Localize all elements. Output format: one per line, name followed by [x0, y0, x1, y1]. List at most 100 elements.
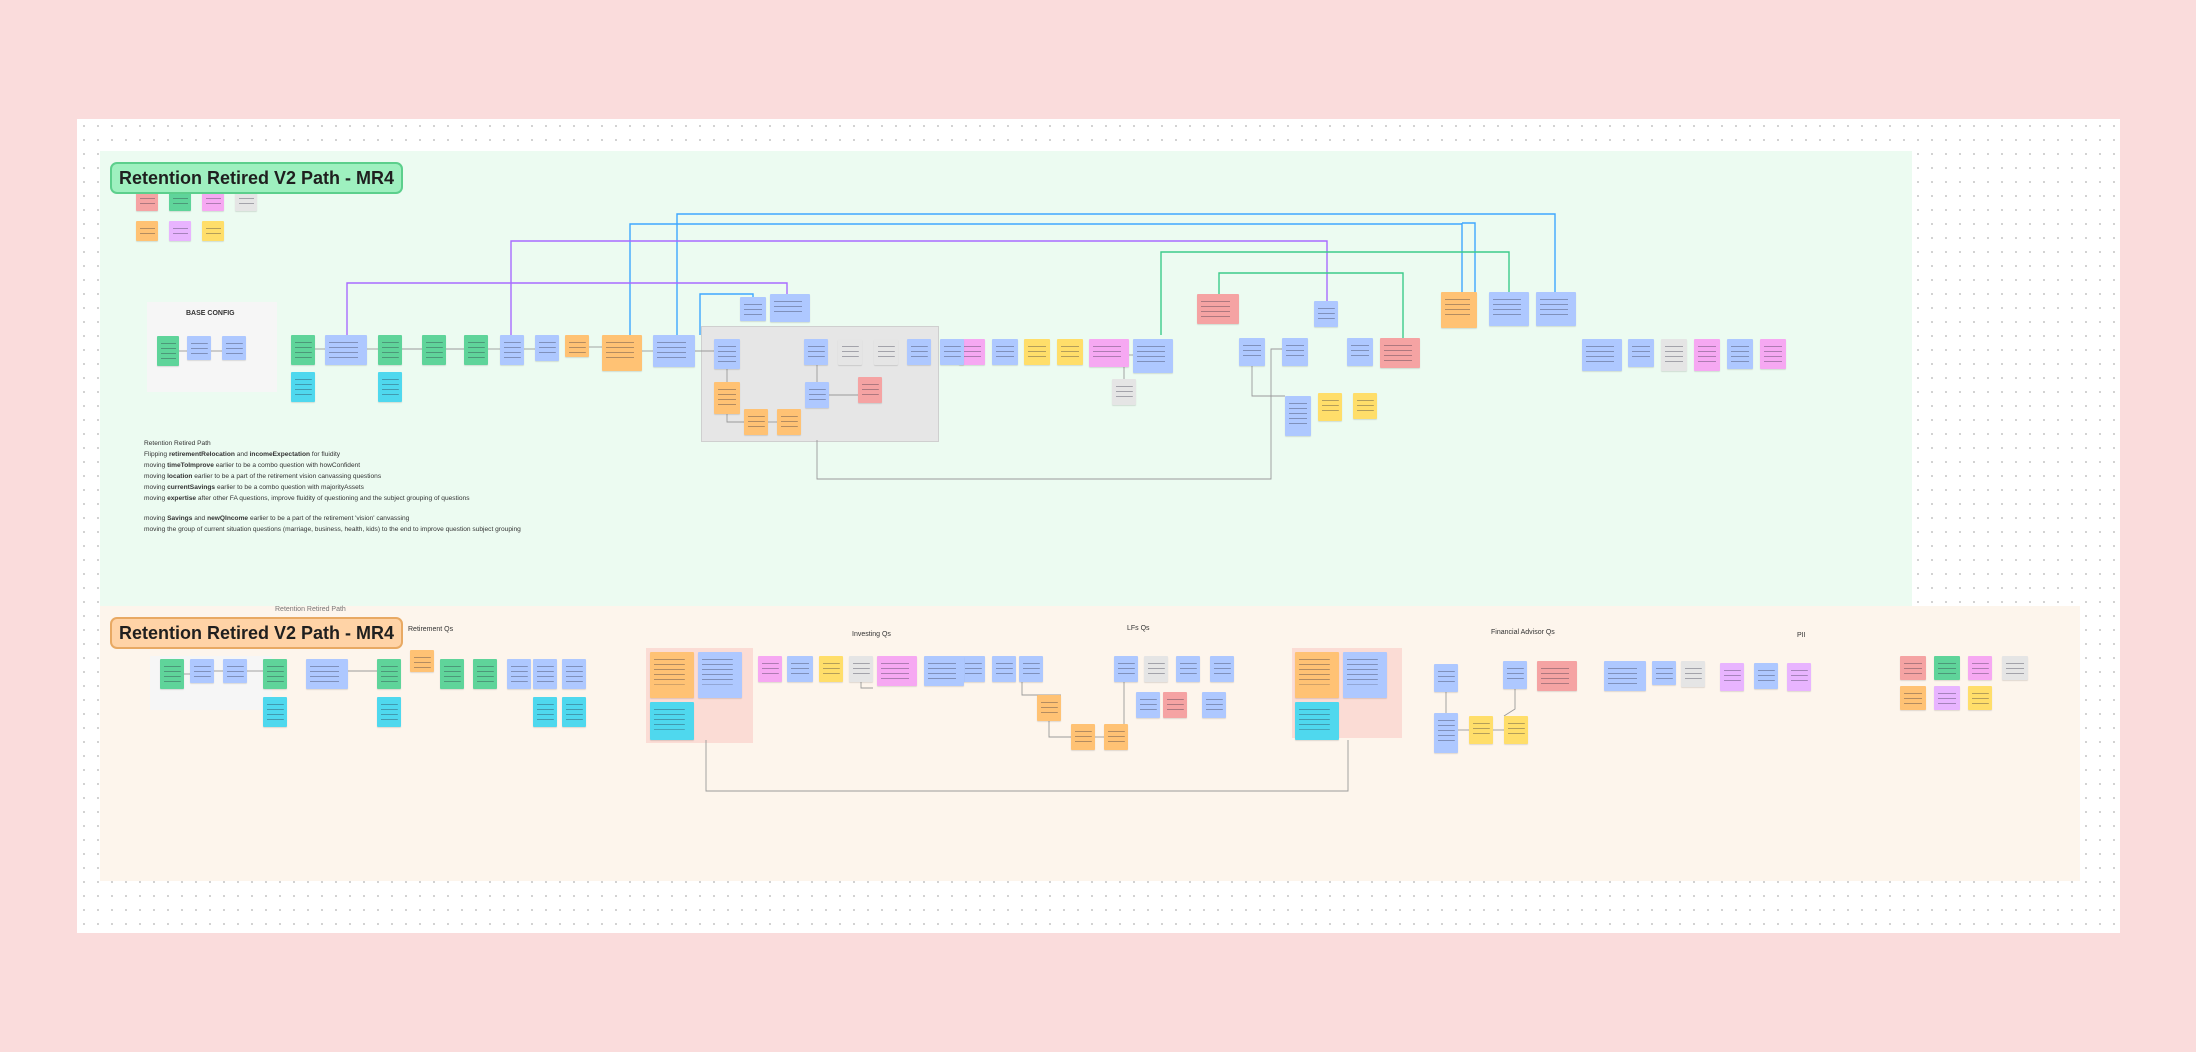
sticky-note[interactable] — [758, 656, 782, 682]
sticky-note[interactable] — [1057, 339, 1083, 365]
sticky-note[interactable] — [377, 697, 401, 727]
sticky-note[interactable] — [940, 339, 964, 365]
sticky-note[interactable] — [1282, 338, 1308, 366]
sticky-note[interactable] — [1176, 656, 1200, 682]
sticky-note[interactable] — [565, 335, 589, 357]
sticky-note[interactable] — [1114, 656, 1138, 682]
sticky-note[interactable] — [1347, 338, 1373, 366]
sticky-note[interactable] — [2002, 656, 2028, 680]
sticky-note[interactable] — [1681, 661, 1705, 687]
sticky-note[interactable] — [1314, 301, 1338, 327]
sticky-note[interactable] — [770, 294, 810, 322]
whiteboard-canvas[interactable]: BASE CONFIG Retention Retired V2 Path - … — [77, 119, 2120, 933]
connector-line[interactable] — [676, 213, 1556, 335]
section-title-bottom[interactable]: Retention Retired V2 Path - MR4 — [110, 617, 404, 649]
sticky-note[interactable] — [1197, 294, 1239, 324]
sticky-note[interactable] — [1900, 656, 1926, 680]
sticky-note[interactable] — [136, 191, 158, 211]
connector-line[interactable] — [1462, 222, 1476, 292]
sticky-note[interactable] — [1353, 393, 1377, 419]
sticky-note[interactable] — [325, 335, 367, 365]
sticky-note[interactable] — [1210, 656, 1234, 682]
sticky-note[interactable] — [291, 372, 315, 402]
sticky-note[interactable] — [1628, 339, 1654, 367]
sticky-note[interactable] — [1652, 661, 1676, 685]
sticky-note[interactable] — [1720, 663, 1744, 691]
sticky-note[interactable] — [1503, 661, 1527, 689]
connector-line[interactable] — [1503, 689, 1516, 717]
connector-line[interactable] — [1251, 366, 1285, 397]
sticky-note[interactable] — [1727, 339, 1753, 369]
sticky-note[interactable] — [222, 336, 246, 360]
sticky-note[interactable] — [378, 372, 402, 402]
sticky-note[interactable] — [422, 335, 446, 365]
connector-line[interactable] — [699, 293, 754, 335]
sticky-note[interactable] — [291, 335, 315, 365]
sticky-note[interactable] — [787, 656, 813, 682]
sticky-note[interactable] — [1285, 396, 1311, 436]
section-retired-path-top[interactable] — [100, 151, 1912, 676]
sticky-note[interactable] — [235, 191, 257, 211]
connector-line[interactable] — [1103, 365, 1125, 379]
sticky-note[interactable] — [1968, 656, 1992, 680]
sticky-note[interactable] — [1787, 663, 1811, 691]
sticky-note[interactable] — [907, 339, 931, 365]
connector-line[interactable] — [1160, 251, 1510, 335]
sticky-note[interactable] — [1900, 686, 1926, 710]
sticky-note[interactable] — [1024, 339, 1050, 365]
connector-line[interactable] — [726, 414, 744, 423]
sticky-note[interactable] — [533, 697, 557, 727]
sticky-note[interactable] — [698, 652, 742, 698]
sticky-note[interactable] — [1434, 713, 1458, 753]
sticky-note[interactable] — [263, 697, 287, 727]
sticky-note[interactable] — [223, 659, 247, 683]
sticky-note[interactable] — [744, 409, 768, 435]
sticky-note[interactable] — [464, 335, 488, 365]
sticky-note[interactable] — [777, 409, 801, 435]
sticky-note[interactable] — [1441, 292, 1477, 328]
sticky-note[interactable] — [1760, 339, 1786, 369]
sticky-note[interactable] — [653, 335, 695, 367]
section-title-top[interactable]: Retention Retired V2 Path - MR4 — [110, 162, 404, 194]
sticky-note[interactable] — [804, 339, 828, 365]
sticky-note[interactable] — [858, 377, 882, 403]
sticky-note[interactable] — [1754, 663, 1778, 689]
sticky-note[interactable] — [1136, 692, 1160, 718]
sticky-note[interactable] — [992, 656, 1016, 682]
connector-line[interactable] — [510, 240, 1328, 335]
sticky-note[interactable] — [1489, 292, 1529, 326]
sticky-note[interactable] — [562, 697, 586, 727]
sticky-note[interactable] — [1089, 339, 1129, 367]
sticky-note[interactable] — [535, 335, 559, 361]
connector-line[interactable] — [705, 740, 1349, 792]
sticky-note[interactable] — [849, 656, 873, 682]
sticky-note[interactable] — [187, 336, 211, 360]
sticky-note[interactable] — [1582, 339, 1622, 371]
sticky-note[interactable] — [874, 339, 898, 365]
sticky-note[interactable] — [650, 652, 694, 698]
sticky-note[interactable] — [714, 339, 740, 369]
sticky-note[interactable] — [805, 382, 829, 408]
sticky-note[interactable] — [1318, 393, 1342, 421]
sticky-note[interactable] — [1295, 652, 1339, 698]
connector-line[interactable] — [816, 348, 1282, 480]
sticky-note[interactable] — [190, 659, 214, 683]
sticky-note[interactable] — [500, 335, 524, 365]
connector-line[interactable] — [629, 223, 1462, 335]
sticky-note[interactable] — [306, 659, 348, 689]
sticky-note[interactable] — [160, 659, 184, 689]
sticky-note[interactable] — [169, 191, 191, 211]
sticky-note[interactable] — [1694, 339, 1720, 371]
sticky-note[interactable] — [838, 339, 862, 365]
sticky-note[interactable] — [473, 659, 497, 689]
sticky-note[interactable] — [740, 297, 766, 321]
sticky-note[interactable] — [136, 221, 158, 241]
sticky-note[interactable] — [1144, 656, 1168, 682]
sticky-note[interactable] — [714, 382, 740, 414]
sticky-note[interactable] — [961, 656, 985, 682]
sticky-note[interactable] — [157, 336, 179, 366]
sticky-note[interactable] — [602, 335, 642, 371]
sticky-note[interactable] — [1019, 656, 1043, 682]
sticky-note[interactable] — [1537, 661, 1577, 691]
sticky-note[interactable] — [562, 659, 586, 689]
